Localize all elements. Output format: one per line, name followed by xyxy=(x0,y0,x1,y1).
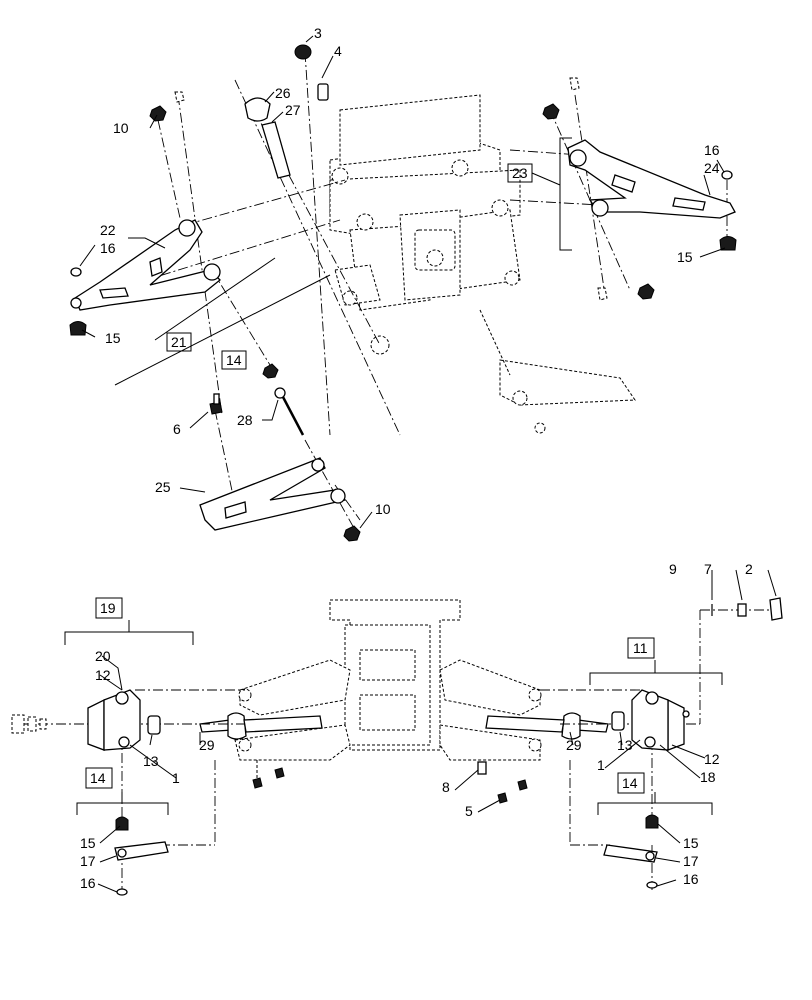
callout-15: 15 xyxy=(677,249,693,265)
callout-26: 26 xyxy=(275,85,291,101)
callout-29: 29 xyxy=(566,737,582,753)
callout-1: 1 xyxy=(597,757,605,773)
callout-15: 15 xyxy=(105,330,121,346)
svg-text:21: 21 xyxy=(171,334,187,350)
callout-10: 10 xyxy=(113,120,129,136)
svg-text:19: 19 xyxy=(100,600,116,616)
callout-13: 13 xyxy=(617,737,633,753)
leader-lines xyxy=(79,35,777,893)
callout-20: 20 xyxy=(95,648,111,664)
callout-22: 22 xyxy=(100,222,116,238)
boxed-callout-21: 21 xyxy=(166,332,192,352)
right-upper-a-arm xyxy=(567,139,736,219)
left-upper-a-arm xyxy=(70,219,221,311)
callout-16: 16 xyxy=(100,240,116,256)
callout-8: 8 xyxy=(442,779,450,795)
left-hub xyxy=(11,689,141,751)
upper-group-lines xyxy=(114,257,331,386)
upper-parts xyxy=(69,44,737,542)
callout-9: 9 xyxy=(669,561,677,577)
callout-3: 3 xyxy=(314,25,322,41)
callout-7: 7 xyxy=(704,561,712,577)
lower-parts xyxy=(11,597,783,896)
boxed-callout-23: 23 xyxy=(507,163,561,186)
callout-6: 6 xyxy=(173,421,181,437)
callout-29: 29 xyxy=(199,737,215,753)
callout-25: 25 xyxy=(155,479,171,495)
callout-10: 10 xyxy=(375,501,391,517)
callout-16: 16 xyxy=(683,871,699,887)
boxed-callout-14: 14 xyxy=(221,350,247,370)
upper-frame-assembly xyxy=(329,94,636,434)
svg-text:23: 23 xyxy=(512,165,528,181)
callout-12: 12 xyxy=(95,667,111,683)
callout-18: 18 xyxy=(700,769,716,785)
callout-4: 4 xyxy=(334,43,342,59)
callout-17: 17 xyxy=(80,853,96,869)
callout-1: 1 xyxy=(172,770,180,786)
right-hub xyxy=(631,689,690,751)
callout-labels: 3 4 26 27 10 22 16 15 16 24 15 6 28 25 1… xyxy=(80,25,753,891)
callout-17: 17 xyxy=(683,853,699,869)
callout-12: 12 xyxy=(704,751,720,767)
boxed-callout-19: 19 xyxy=(95,597,123,619)
lower-group-brackets xyxy=(64,620,723,815)
boxed-callouts: 23 21 14 19 11 14 14 xyxy=(85,163,655,794)
callout-15: 15 xyxy=(80,835,96,851)
svg-text:11: 11 xyxy=(633,640,648,656)
callout-15: 15 xyxy=(683,835,699,851)
callout-16: 16 xyxy=(80,875,96,891)
callout-27: 27 xyxy=(285,102,301,118)
svg-text:14: 14 xyxy=(226,352,242,368)
lower-arm-25 xyxy=(199,457,347,531)
callout-16: 16 xyxy=(704,142,720,158)
svg-text:14: 14 xyxy=(90,770,106,786)
callout-5: 5 xyxy=(465,803,473,819)
callout-28: 28 xyxy=(237,412,253,428)
boxed-callout-14: 14 xyxy=(617,772,645,794)
callout-2: 2 xyxy=(745,561,753,577)
callout-24: 24 xyxy=(704,160,720,176)
boxed-callout-14: 14 xyxy=(85,767,113,789)
boxed-callout-11: 11 xyxy=(627,637,655,659)
lower-frame-assembly xyxy=(199,599,609,761)
svg-text:14: 14 xyxy=(622,775,638,791)
callout-13: 13 xyxy=(143,753,159,769)
